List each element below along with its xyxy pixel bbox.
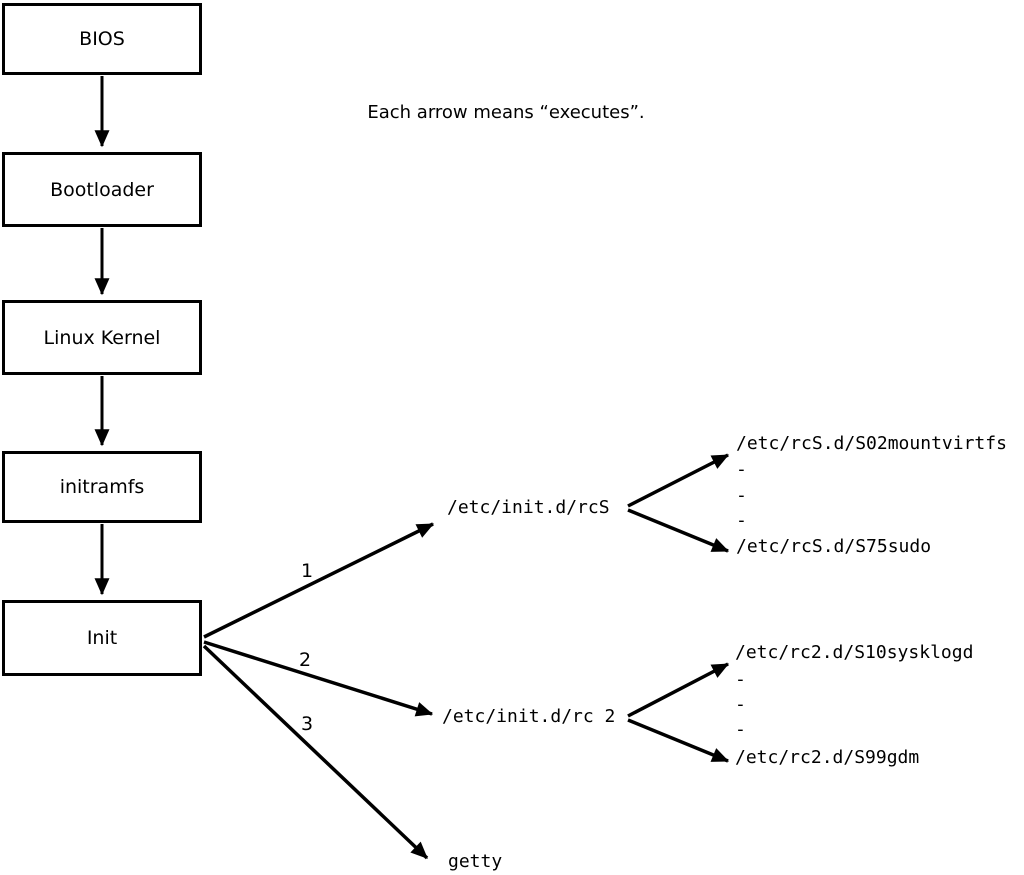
rcs-ellipsis-dash-3: - bbox=[736, 510, 747, 531]
node-init: Init bbox=[2, 600, 202, 676]
node-init-label: Init bbox=[86, 627, 118, 649]
node-linux-kernel-label: Linux Kernel bbox=[43, 326, 161, 349]
node-etc-init-rcs: /etc/init.d/rcS bbox=[447, 497, 610, 518]
rcs-ellipsis-dash-2: - bbox=[736, 485, 747, 506]
node-bios: BIOS bbox=[2, 3, 202, 75]
arrow-rcs-to-s75sudo bbox=[627, 508, 730, 553]
node-bootloader: Bootloader bbox=[2, 152, 202, 227]
branch-number-1: 1 bbox=[301, 560, 314, 582]
branch-number-3: 3 bbox=[301, 713, 314, 735]
node-bootloader-label: Bootloader bbox=[50, 178, 154, 201]
arrow-rc2-to-s10sysklogd bbox=[627, 662, 730, 718]
branch-number-2: 2 bbox=[299, 649, 312, 671]
arrow-legend-note: Each arrow means “executes”. bbox=[367, 102, 645, 123]
rcs-ellipsis-dash-1: - bbox=[736, 459, 747, 480]
node-linux-kernel: Linux Kernel bbox=[2, 300, 202, 375]
node-rc2-s99gdm: /etc/rc2.d/S99gdm bbox=[735, 747, 920, 768]
arrow-init-to-rcs bbox=[203, 522, 435, 639]
node-rcs-s02mountvirtfs: /etc/rcS.d/S02mountvirtfs bbox=[736, 433, 1007, 454]
node-rc2-s10sysklogd: /etc/rc2.d/S10sysklogd bbox=[735, 642, 974, 663]
rc2-ellipsis-dash-3: - bbox=[735, 719, 746, 740]
arrow-rcs-to-s02mountvirtfs bbox=[627, 453, 730, 508]
arrow-init-to-rc2 bbox=[203, 640, 434, 717]
node-initramfs-label: initramfs bbox=[59, 476, 145, 498]
node-rcs-s75sudo: /etc/rcS.d/S75sudo bbox=[736, 536, 932, 557]
node-etc-init-rc2: /etc/init.d/rc 2 bbox=[442, 706, 616, 727]
arrow-rc2-to-s99gdm bbox=[627, 718, 730, 763]
arrow-init-to-getty bbox=[202, 644, 429, 860]
rc2-ellipsis-dash-2: - bbox=[735, 694, 746, 715]
rc2-ellipsis-dash-1: - bbox=[735, 669, 746, 690]
node-getty: getty bbox=[448, 851, 503, 872]
node-bios-label: BIOS bbox=[79, 28, 125, 50]
node-initramfs: initramfs bbox=[2, 451, 202, 523]
